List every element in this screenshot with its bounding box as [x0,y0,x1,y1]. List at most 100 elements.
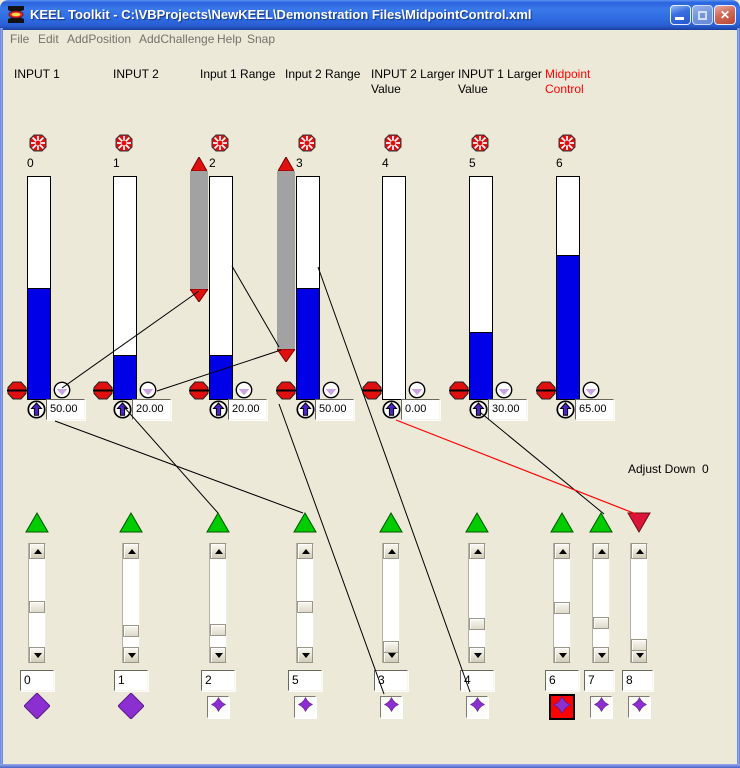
drop-toggle-icon[interactable] [495,381,513,404]
vertical-scrollbar[interactable] [553,543,571,663]
scrollbar-down-button[interactable] [210,647,226,663]
spin-up-button[interactable] [296,400,315,424]
spin-up-button[interactable] [382,400,401,424]
stop-marker-icon[interactable] [362,381,382,405]
slider-value-box[interactable]: 7 [584,670,614,691]
scrollbar-up-button[interactable] [210,543,226,559]
vertical-scrollbar[interactable] [592,543,610,663]
stop-marker-icon[interactable] [189,381,209,405]
menu-item-edit[interactable]: Edit [38,32,59,46]
diamond-indicator-icon[interactable] [23,692,51,724]
range-bar[interactable] [277,171,295,351]
diamond-button[interactable] [466,696,488,718]
level-bar[interactable] [382,176,406,400]
diamond-indicator-icon[interactable] [117,692,145,724]
vertical-scrollbar[interactable] [28,543,46,663]
range-bottom-marker-icon[interactable] [276,348,296,367]
slider-value-box[interactable]: 6 [545,670,579,691]
level-bar[interactable] [296,176,320,400]
stop-marker-icon[interactable] [276,381,296,405]
vertical-scrollbar[interactable] [296,543,314,663]
scrollbar-up-button[interactable] [123,543,139,559]
vertical-scrollbar[interactable] [382,543,400,663]
vertical-scrollbar[interactable] [630,543,648,663]
slider-value-box[interactable]: 1 [114,670,148,691]
menu-item-help[interactable]: Help [217,32,242,46]
spin-up-button[interactable] [113,400,132,424]
channel-value-box[interactable]: 30.00 [488,399,527,420]
vertical-scrollbar[interactable] [122,543,140,663]
diamond-button[interactable] [628,696,650,718]
pinwheel-icon[interactable] [298,134,316,152]
channel-value-box[interactable]: 65.00 [575,399,614,420]
pinwheel-icon[interactable] [211,134,229,152]
menu-item-addchallenge[interactable]: AddChallenge [139,32,215,46]
channel-value-box[interactable]: 20.00 [132,399,171,420]
scrollbar-thumb[interactable] [593,617,609,629]
scrollbar-up-button[interactable] [469,543,485,559]
spin-up-button[interactable] [209,400,228,424]
scrollbar-up-button[interactable] [383,543,399,559]
scrollbar-down-button[interactable] [554,647,570,663]
maximize-button[interactable] [692,5,713,25]
scrollbar-thumb[interactable] [123,625,139,637]
level-bar[interactable] [113,176,137,400]
scrollbar-thumb[interactable] [554,602,570,614]
scrollbar-up-button[interactable] [593,543,609,559]
diamond-button[interactable] [380,696,402,718]
spin-up-button[interactable] [27,400,46,424]
slider-value-box[interactable]: 5 [288,670,322,691]
diamond-button[interactable] [294,696,316,718]
stop-marker-icon[interactable] [7,381,27,405]
minimize-button[interactable] [670,5,691,25]
diamond-button[interactable] [590,696,612,718]
channel-value-box[interactable]: 50.00 [315,399,354,420]
spin-up-button[interactable] [469,400,488,424]
scrollbar-up-button[interactable] [297,543,313,559]
title-bar[interactable]: KEEL Toolkit - C:\VBProjects\NewKEEL\Dem… [0,0,740,30]
menu-item-snap[interactable]: Snap [247,32,276,46]
scrollbar-up-button[interactable] [631,543,647,559]
diamond-button-active[interactable] [549,694,575,720]
channel-value-box[interactable]: 50.00 [46,399,85,420]
drop-toggle-icon[interactable] [582,381,600,404]
pinwheel-icon[interactable] [384,134,402,152]
pinwheel-icon[interactable] [471,134,489,152]
scrollbar-thumb[interactable] [210,624,226,636]
scrollbar-up-button[interactable] [29,543,45,559]
stop-marker-icon[interactable] [449,381,469,405]
range-bottom-marker-icon[interactable] [189,288,209,307]
slider-value-box[interactable]: 0 [20,670,54,691]
scrollbar-thumb[interactable] [383,641,399,653]
menu-item-file[interactable]: File [10,32,30,46]
pinwheel-icon[interactable] [29,134,47,152]
slider-value-box[interactable]: 8 [622,670,653,691]
level-bar[interactable] [209,176,233,400]
scrollbar-down-button[interactable] [123,647,139,663]
range-bar[interactable] [190,171,208,291]
vertical-scrollbar[interactable] [468,543,486,663]
close-button[interactable]: ✕ [714,5,736,25]
menu-item-addposition[interactable]: AddPosition [67,32,132,46]
diamond-button[interactable] [207,696,229,718]
vertical-scrollbar[interactable] [209,543,227,663]
scrollbar-down-button[interactable] [469,647,485,663]
range-top-marker-icon[interactable] [190,155,208,176]
slider-value-box[interactable]: 4 [460,670,494,691]
pinwheel-icon[interactable] [558,134,576,152]
pinwheel-icon[interactable] [115,134,133,152]
channel-value-box[interactable]: 0.00 [401,399,440,420]
scrollbar-down-button[interactable] [593,647,609,663]
scrollbar-thumb[interactable] [469,618,485,630]
scrollbar-down-button[interactable] [297,647,313,663]
spin-up-button[interactable] [556,400,575,424]
level-bar[interactable] [556,176,580,400]
scrollbar-thumb[interactable] [297,601,313,613]
level-bar[interactable] [469,176,493,400]
scrollbar-down-button[interactable] [29,647,45,663]
slider-value-box[interactable]: 2 [201,670,235,691]
scrollbar-up-button[interactable] [554,543,570,559]
stop-marker-icon[interactable] [93,381,113,405]
scrollbar-thumb[interactable] [631,639,647,651]
scrollbar-thumb[interactable] [29,601,45,613]
